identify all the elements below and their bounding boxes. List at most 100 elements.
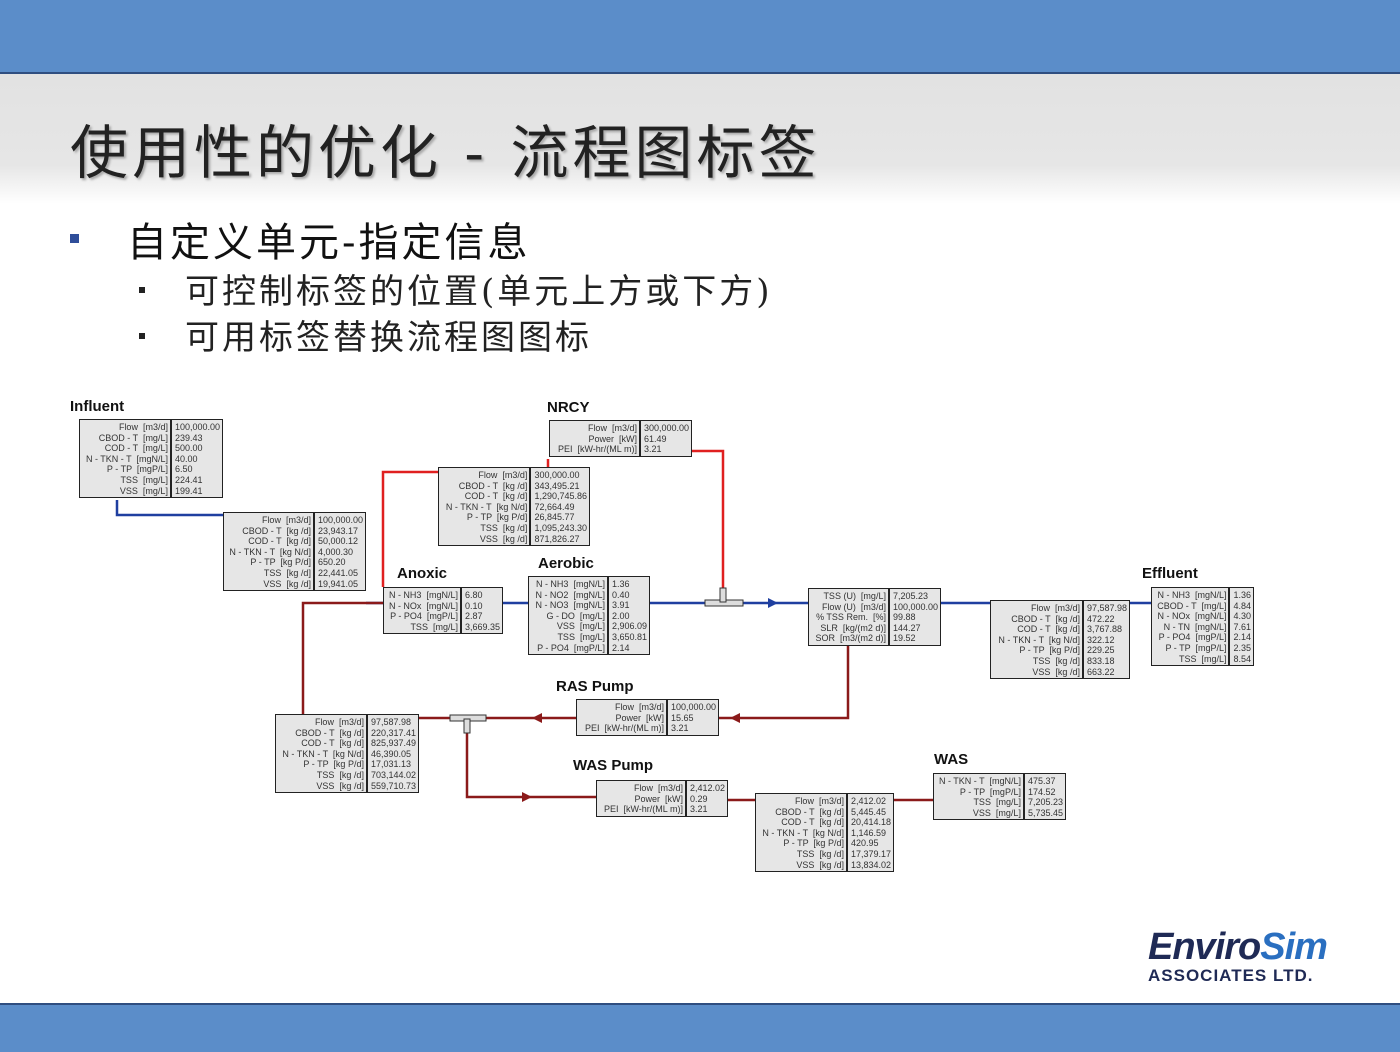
param-name: VSS [kg /d] (479, 533, 528, 544)
param-name: Flow [m3/d] (587, 423, 637, 433)
param-name: TSS [mg/L] (410, 621, 458, 632)
effluent-info-table[interactable]: N - NH3 [mgN/L]CBOD - T [mg/L]N - NOx [m… (1151, 587, 1254, 667)
param-value: 23,943.17 (317, 525, 358, 536)
param-value: 3,669.35 (464, 621, 500, 632)
param-value: 17,031.13 (370, 759, 411, 770)
param-name: VSS [kg /d] (316, 780, 364, 791)
param-value: 61.49 (643, 433, 667, 444)
param-name: PEI [kW-hr/(ML m)] (603, 804, 683, 815)
param-name: P - TP [kg P/d] (303, 759, 364, 770)
param-name: N - NH3 [mgN/L] (535, 579, 605, 589)
param-name: Flow [m3/d] (614, 702, 664, 712)
nrcy-info-table[interactable]: Flow [m3/d]Power [kW]PEI [kW-hr/(ML m)]3… (549, 420, 692, 457)
influent-label: Influent (70, 398, 125, 415)
nrcy-line (381, 449, 725, 592)
param-name: Flow [m3/d] (633, 783, 683, 793)
param-value: 1,146.59 (850, 827, 886, 838)
param-value: 7,205.23 (892, 591, 928, 601)
param-name: P - PO4 [mgP/L] (390, 611, 458, 622)
anoxic-info-table[interactable]: N - NH3 [mgN/L]N - NOx [mgN/L]P - PO4 [m… (383, 587, 503, 635)
param-name: COD - T [kg /d] (781, 817, 844, 828)
clarifier-info-table[interactable]: TSS (U) [mg/L]Flow (U) [m3/d]% TSS Rem. … (808, 588, 941, 646)
param-value: 5,445.45 (850, 806, 886, 817)
param-name: P - TP [mgP/L] (1165, 642, 1227, 653)
param-value: 224.41 (174, 474, 203, 485)
param-name: N - NOx [mgN/L] (1157, 611, 1227, 622)
param-value: 0.29 (689, 793, 708, 804)
param-name: N - TKN - T [kg N/d] (282, 748, 364, 759)
influent-loads-info-table[interactable]: Flow [m3/d]CBOD - T [kg /d]COD - T [kg /… (223, 512, 366, 592)
nrcy-loads-info-table[interactable]: Flow [m3/d]CBOD - T [kg /d]COD - T [kg /… (438, 467, 590, 547)
param-name: Flow [m3/d] (314, 717, 364, 727)
param-name: CBOD - T [kg /d] (295, 727, 364, 738)
aerobic-label: Aerobic (538, 555, 594, 572)
param-value: 2.87 (464, 611, 483, 622)
param-value: 97,587.98 (1086, 603, 1127, 613)
param-name: CBOD - T [kg /d] (458, 480, 528, 491)
param-name: P - TP [kg P/d] (466, 512, 528, 523)
param-name: COD - T [kg /d] (248, 536, 311, 547)
param-name: CBOD - T [kg /d] (242, 525, 311, 536)
param-value: 3.21 (689, 804, 708, 815)
param-value: 1.36 (611, 579, 630, 589)
was-info-table[interactable]: N - TKN - T [mgN/L]P - TP [mgP/L]TSS [mg… (933, 773, 1066, 821)
param-value: 19.52 (892, 633, 916, 644)
param-column: N - TKN - T [mgN/L]P - TP [mgP/L]TSS [mg… (934, 774, 1025, 820)
aerobic-info-table[interactable]: N - NH3 [mgN/L]N - NO2 [mgN/L]N - NO3 [m… (528, 576, 650, 656)
param-value: 4.84 (1233, 600, 1251, 611)
param-value: 144.27 (892, 622, 921, 633)
param-name: VSS [mg/L] (119, 485, 168, 496)
param-name: VSS [mg/L] (556, 621, 605, 632)
effluent-loads-info-table[interactable]: Flow [m3/d]CBOD - T [kg /d]COD - T [kg /… (990, 600, 1130, 680)
sub-bullet-1: 可控制标签的位置(单元上方或下方) (185, 272, 773, 312)
param-name: VSS [kg /d] (1032, 666, 1080, 677)
param-value: 2,906.09 (611, 621, 647, 632)
bullet-1: 自定义单元-指定信息 (127, 220, 531, 266)
param-value: 7,205.23 (1027, 797, 1063, 808)
influent-info-table[interactable]: Flow [m3/d]CBOD - T [mg/L]COD - T [mg/L]… (79, 419, 223, 499)
param-value: 199.41 (174, 485, 203, 496)
param-column: N - NH3 [mgN/L]N - NOx [mgN/L]P - PO4 [m… (384, 588, 462, 634)
param-value: 663.22 (1086, 666, 1115, 677)
param-name: COD - T [mg/L] (104, 443, 168, 454)
param-value: 19,941.05 (317, 578, 358, 589)
was-loads-info-table[interactable]: Flow [m3/d]CBOD - T [kg /d]COD - T [kg /… (755, 793, 894, 873)
param-name: TSS [mg/L] (1178, 653, 1227, 664)
sub-bullet-2: 可用标签替换流程图图标 (185, 318, 592, 358)
param-name: PEI [kW-hr/(ML m)] (584, 723, 664, 734)
ras-loads-info-table[interactable]: Flow [m3/d]CBOD - T [kg /d]COD - T [kg /… (275, 714, 419, 794)
param-value: 8.54 (1233, 653, 1251, 664)
param-name: COD - T [kg /d] (301, 738, 364, 749)
param-value: 3.21 (643, 444, 662, 455)
param-name: TSS [mg/L] (973, 797, 1021, 808)
param-value: 703,144.02 (370, 769, 416, 780)
param-value: 0.10 (464, 600, 483, 611)
was-pump-info-table[interactable]: Flow [m3/d]Power [kW]PEI [kW-hr/(ML m)]2… (596, 780, 728, 817)
param-value: 7.61 (1233, 621, 1251, 632)
param-name: TSS [kg /d] (263, 567, 311, 578)
param-value: 1,095,243.30 (534, 522, 587, 533)
param-name: Flow [m3/d] (1030, 603, 1080, 613)
param-name: TSS [kg /d] (316, 769, 364, 780)
was-pump-label: WAS Pump (573, 757, 654, 774)
param-column: Flow [m3/d]CBOD - T [kg /d]COD - T [kg /… (756, 794, 848, 872)
param-value: 2,412.02 (850, 796, 886, 806)
param-value: 239.43 (174, 432, 203, 443)
param-name: N - TKN - T [kg N/d] (998, 634, 1080, 645)
param-name: N - TKN - T [kg N/d] (445, 501, 528, 512)
top-bar (0, 0, 1400, 74)
nrcy-label: NRCY (547, 399, 590, 416)
param-value: 825,937.49 (370, 738, 416, 749)
param-name: N - NO3 [mgN/L] (535, 600, 605, 611)
ras-pump-info-table[interactable]: Flow [m3/d]Power [kW]PEI [kW-hr/(ML m)]1… (576, 699, 719, 736)
param-name: P - TP [mgP/L] (959, 786, 1021, 797)
param-name: N - NH3 [mgN/L] (388, 590, 458, 600)
bullet-marker (70, 234, 79, 243)
param-name: SOR [m3/(m2 d)] (815, 633, 886, 644)
param-column: Flow [m3/d]Power [kW]PEI [kW-hr/(ML m)] (597, 781, 687, 816)
param-value: 13,834.02 (850, 859, 891, 870)
